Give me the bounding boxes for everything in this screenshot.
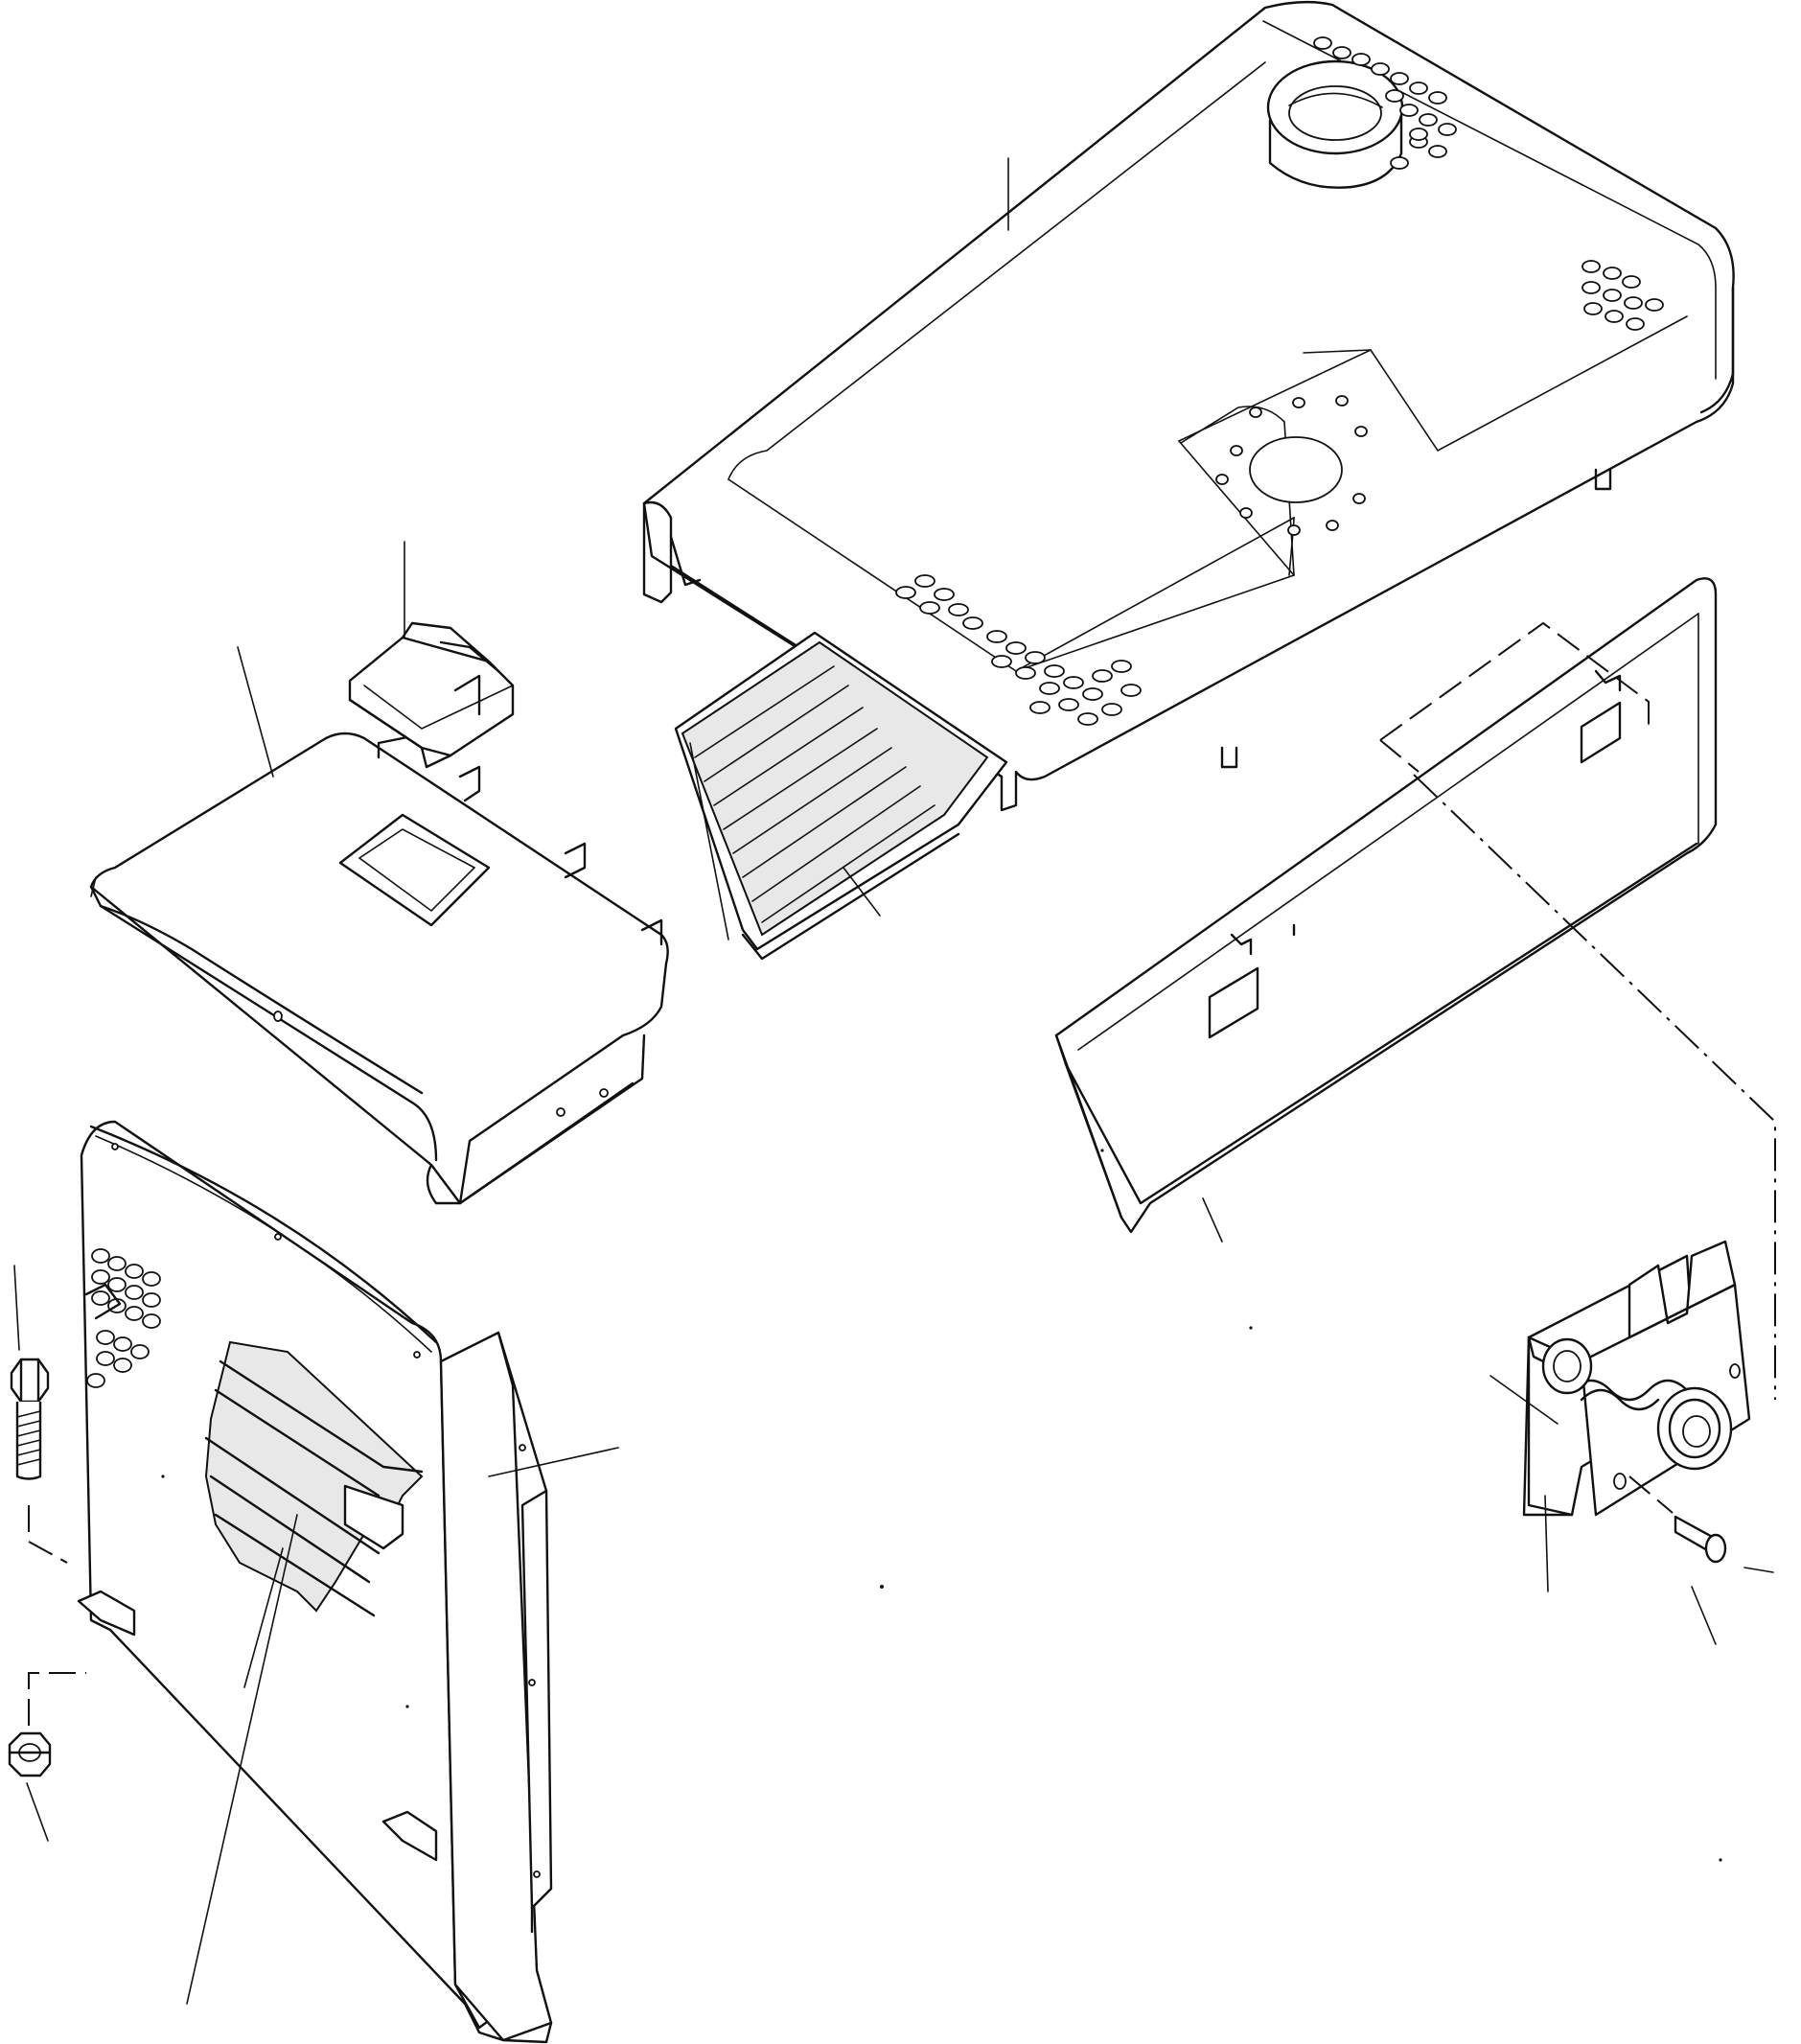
nut-path-line: [28, 1672, 86, 1726]
leader-latch: [1489, 1375, 1559, 1425]
top-cover: [642, 0, 1735, 812]
speck: [405, 1705, 409, 1708]
center-line: [1413, 774, 1776, 1400]
leader-side-plate: [488, 1447, 619, 1477]
leader-bolt: [13, 1265, 20, 1351]
leader-nut: [26, 1782, 49, 1842]
front-cover: [89, 727, 669, 1205]
cover-bracket: [348, 621, 515, 769]
guard-perforations: [86, 1248, 161, 1388]
leader-guard-louver: [186, 1514, 298, 2005]
leader-side-plate-lower: [1743, 1567, 1774, 1573]
perforations-top: [1313, 36, 1457, 170]
perforations-front: [895, 574, 1142, 726]
louvered-grille: [674, 631, 1008, 961]
bolt-path-line: [28, 1505, 68, 1564]
leader-latch-base: [1544, 1495, 1549, 1592]
leader-guard-inner: [243, 1547, 284, 1688]
leader-lines: [13, 157, 1774, 2005]
speck: [1249, 1326, 1253, 1330]
pin-icon: [1674, 1515, 1727, 1564]
speck: [1719, 1858, 1722, 1862]
leader-pin: [1691, 1586, 1717, 1645]
bolt-icon: [10, 1358, 50, 1480]
nut-icon: [8, 1731, 52, 1777]
leader-front-cover: [237, 646, 274, 778]
radiator-guard: [77, 1120, 553, 2044]
speck: [1100, 1149, 1104, 1152]
pin-path-line: [1628, 1475, 1674, 1514]
perforations-right: [1582, 260, 1664, 331]
speck: [880, 1585, 884, 1589]
leader-side-panel: [1202, 1197, 1223, 1243]
speck: [161, 1475, 165, 1478]
exhaust-stack: [1266, 59, 1404, 189]
leader-grille: [843, 867, 881, 917]
latch-assembly: [1522, 1240, 1751, 1517]
bolt-holes-plate: [1215, 395, 1368, 536]
side-panel: [1054, 577, 1718, 1234]
